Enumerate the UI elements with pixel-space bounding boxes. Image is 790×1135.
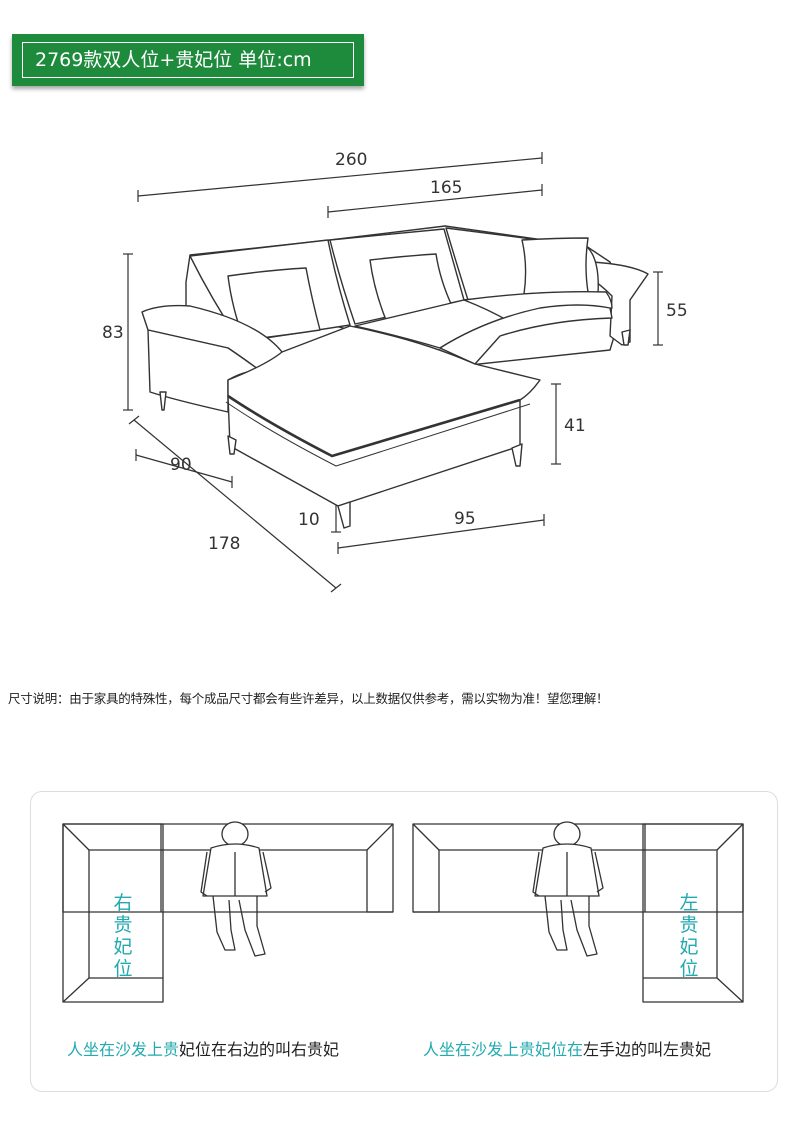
seat-height-label: 41 (564, 416, 586, 436)
chaise-width-label: 95 (454, 509, 476, 529)
left-chaise-label: 左贵妃位 (679, 892, 699, 980)
chaise-width-line (337, 519, 545, 549)
chaise-depth-line (135, 454, 233, 483)
total-depth-label: 178 (208, 534, 240, 554)
seated-person-icon (200, 821, 272, 957)
right-caption-highlight: 人坐在沙发上贵 (67, 1040, 180, 1059)
total-width-line (137, 157, 543, 197)
sofa-dimension-diagram: 260 165 83 55 41 90 178 10 95 (102, 150, 688, 593)
leg-height-label: 10 (298, 510, 320, 530)
left-caption-highlight: 人坐在沙发上贵妃位在 (423, 1040, 584, 1059)
chaise-orientation-guide: 右贵妃位 左贵妃位 人坐在沙发上贵妃位在右边的叫右贵妃 人坐在沙发上贵妃位在左手… (30, 791, 778, 1092)
total-height-label: 83 (102, 323, 124, 343)
page-title: 2769款双人位+贵妃位 单位:cm (22, 42, 354, 78)
left-chaise-caption: 人坐在沙发上贵妃位在左手边的叫左贵妃 (423, 1036, 711, 1060)
double-seat-line (327, 189, 543, 213)
right-chaise-caption: 人坐在沙发上贵妃位在右边的叫右贵妃 (67, 1036, 339, 1060)
size-disclaimer: 尺寸说明：由于家具的特殊性，每个成品尺寸都会有些许差异，以上数据仅供参考，需以实… (8, 691, 609, 706)
left-caption-rest: 左手边的叫左贵妃 (583, 1040, 712, 1059)
title-banner: 2769款双人位+贵妃位 单位:cm (12, 34, 364, 86)
left-chaise-sofa-icon (412, 823, 744, 1003)
chaise-depth-label: 90 (170, 455, 192, 475)
seated-person-icon (532, 821, 604, 957)
total-width-label: 260 (335, 150, 367, 170)
orientation-illustration (62, 821, 744, 1003)
right-chaise-label: 右贵妃位 (113, 892, 133, 980)
armrest-height-label: 55 (666, 301, 688, 321)
double-seat-width-label: 165 (430, 178, 462, 198)
right-caption-rest: 妃位在右边的叫右贵妃 (179, 1040, 340, 1059)
total-depth-line (133, 419, 337, 589)
